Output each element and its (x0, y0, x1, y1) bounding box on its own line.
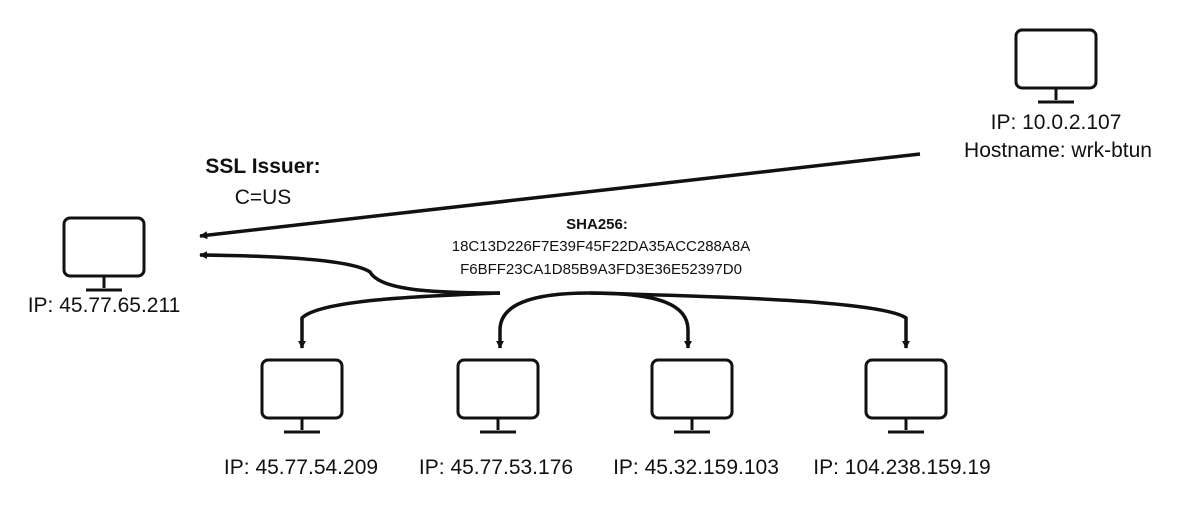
edge-to-client-4 (589, 291, 910, 349)
edge-remote-to-server (199, 152, 921, 240)
sha256-line-1: 18C13D226F7E39F45F22DA35ACC288A8A (451, 238, 751, 255)
client-4-ip-label: IP: 104.238.159.19 (813, 456, 991, 479)
monitor-icon (62, 216, 146, 292)
ssl-issuer-value: C=US (234, 186, 292, 209)
edge-to-client-1 (298, 291, 501, 349)
ssl-issuer-title: SSL Issuer: (205, 155, 321, 178)
server-ip-label: IP: 45.77.65.211 (27, 294, 181, 317)
sha256-line-2: F6BFF23CA1D85B9A3FD3E36E52397D0 (460, 261, 742, 278)
remote-hostname-label: Hostname: wrk-btun (964, 139, 1152, 162)
sha256-title: SHA256: (566, 216, 628, 233)
monitor-icon (456, 358, 540, 434)
edge-cluster-to-server (199, 251, 501, 295)
monitor-icon (650, 358, 734, 434)
client-1-ip-label: IP: 45.77.54.209 (223, 456, 379, 479)
monitor-icon (260, 358, 344, 434)
client-2-ip-label: IP: 45.77.53.176 (418, 456, 574, 479)
monitor-icon (864, 358, 948, 434)
monitor-icon (1014, 28, 1098, 104)
edge-to-client-2 (496, 291, 591, 349)
remote-ip-label: IP: 10.0.2.107 (990, 111, 1122, 134)
edge-to-client-3 (589, 291, 692, 349)
client-3-ip-label: IP: 45.32.159.103 (613, 456, 779, 479)
